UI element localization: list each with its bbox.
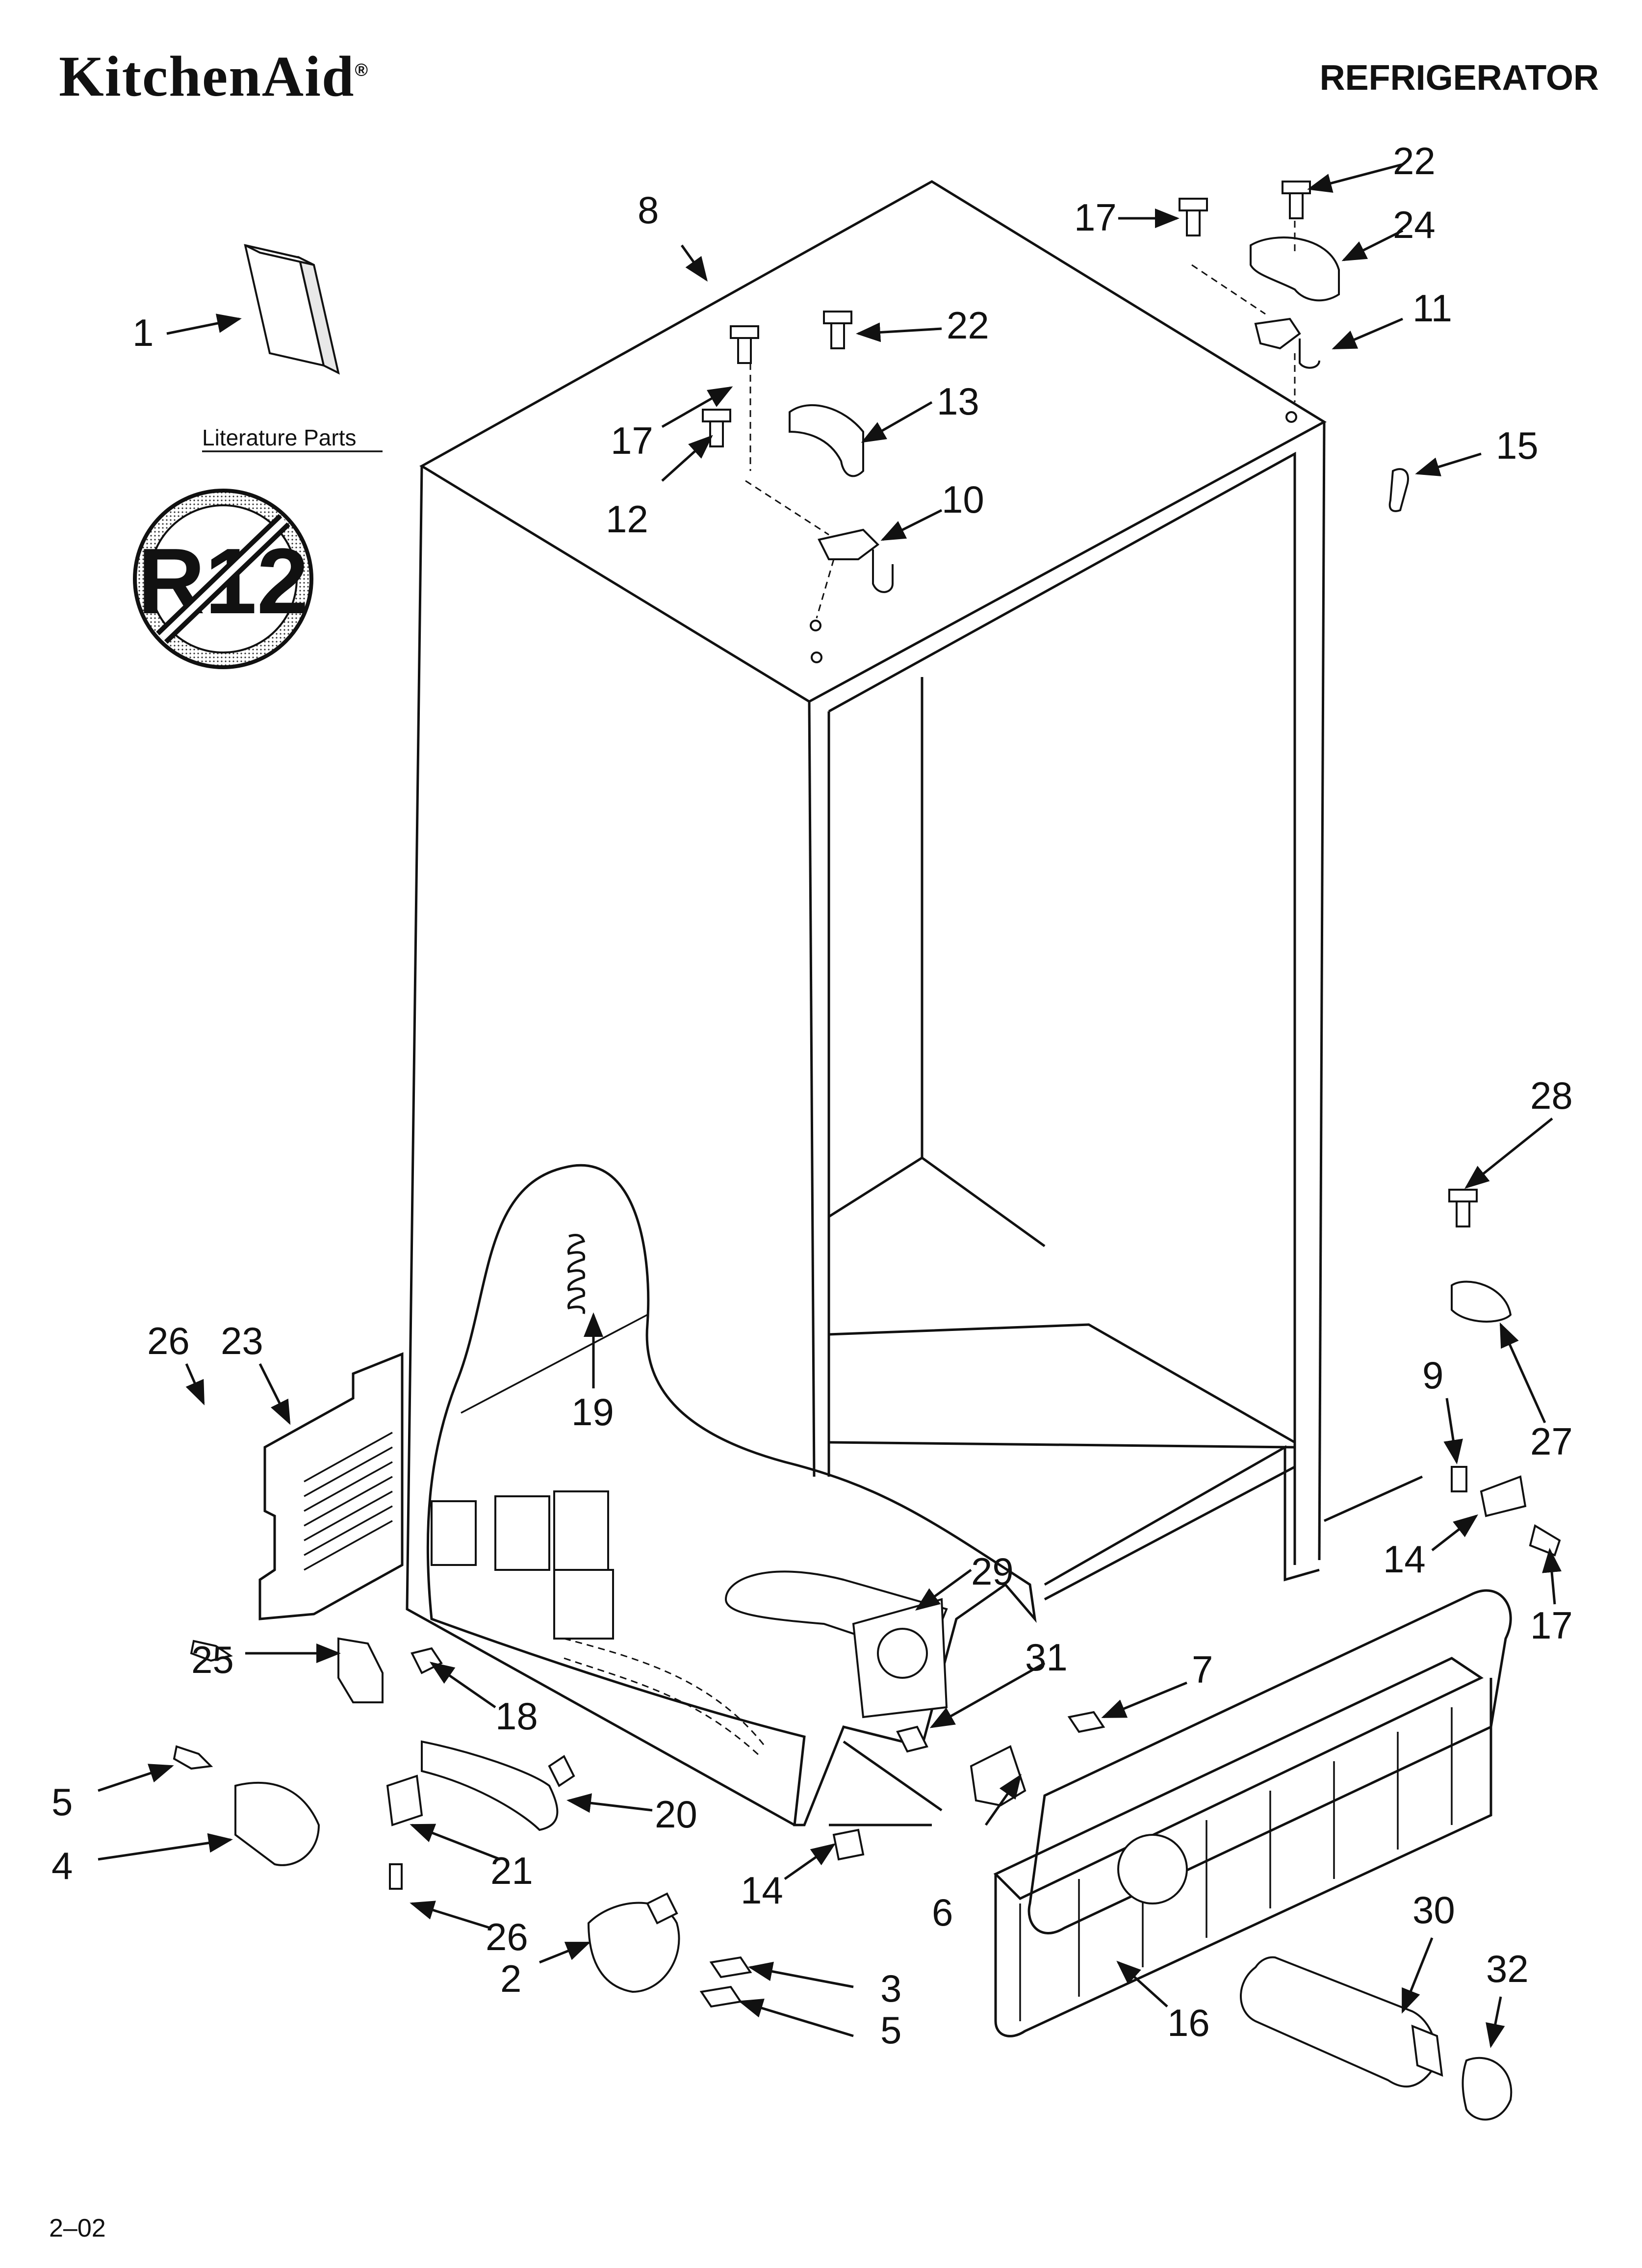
callout-11: 11	[1412, 287, 1452, 330]
callout-23: 23	[221, 1319, 263, 1362]
literature-book	[244, 244, 340, 375]
valve-assembly	[431, 1490, 766, 1757]
brand-name: KitchenAid	[59, 44, 355, 108]
callout-27: 27	[1530, 1420, 1573, 1463]
rear-access-panel	[258, 1352, 404, 1620]
callout-10: 10	[942, 478, 984, 521]
callout-26-b: 26	[486, 1915, 528, 1958]
water-filter	[1240, 1956, 1513, 2121]
callout-28: 28	[1530, 1074, 1573, 1117]
registered-mark: ®	[355, 59, 369, 80]
callout-16: 16	[1167, 2001, 1210, 2044]
brand-logo: KitchenAid®	[59, 43, 369, 110]
callout-labels: 1 8 22 17 12 13 10 17 22 24 11 15 28 27 …	[51, 139, 1573, 2052]
small-parts	[173, 181, 1561, 2008]
callout-26-a: 26	[147, 1319, 190, 1362]
callout-5-a: 5	[51, 1780, 73, 1824]
callout-3: 3	[880, 1967, 901, 2010]
callout-32: 32	[1486, 1947, 1529, 1990]
callout-18: 18	[495, 1694, 538, 1738]
callout-8: 8	[638, 188, 659, 232]
callout-2: 2	[500, 1957, 521, 2000]
callout-21: 21	[490, 1849, 533, 1892]
literature-parts-label: Literature Parts	[202, 425, 356, 450]
callout-1: 1	[132, 311, 154, 354]
no-r12-icon: R12	[133, 489, 313, 669]
footer-code: 2–02	[49, 2214, 106, 2242]
callout-13: 13	[937, 380, 979, 423]
callout-31: 31	[1025, 1636, 1068, 1679]
callout-15: 15	[1496, 424, 1539, 467]
callout-9: 9	[1422, 1354, 1443, 1397]
callout-25: 25	[191, 1638, 234, 1681]
callout-7: 7	[1192, 1648, 1213, 1691]
cutaway-compartment	[426, 1164, 1037, 1826]
callout-14-a: 14	[1383, 1538, 1426, 1581]
callout-14-b: 14	[741, 1869, 783, 1912]
callout-20: 20	[655, 1793, 697, 1836]
callout-17-c: 17	[1530, 1604, 1573, 1647]
toe-grille	[993, 1589, 1512, 2037]
callout-6: 6	[932, 1891, 953, 1934]
callout-22-b: 22	[1393, 139, 1436, 182]
callout-5-b: 5	[880, 2008, 901, 2052]
callout-12: 12	[606, 497, 648, 541]
callout-24: 24	[1393, 203, 1436, 246]
callout-19: 19	[571, 1390, 614, 1434]
callout-17-b: 17	[1074, 196, 1117, 239]
leader-lines	[98, 163, 1562, 2048]
callout-30: 30	[1412, 1888, 1455, 1931]
callout-29: 29	[971, 1550, 1014, 1593]
callout-22-a: 22	[947, 304, 989, 347]
cabinet-body	[406, 180, 1423, 1826]
callout-17-a: 17	[611, 419, 653, 462]
page-title: REFRIGERATOR	[1319, 58, 1599, 98]
drain-spring	[567, 1234, 586, 1314]
callout-4: 4	[51, 1844, 73, 1887]
